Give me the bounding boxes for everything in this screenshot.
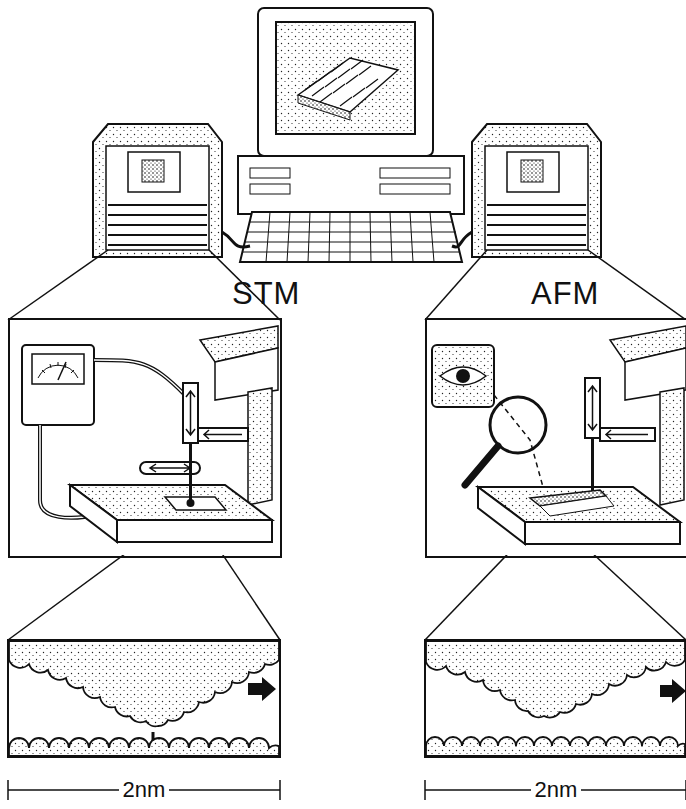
stm-apparatus [10,320,278,555]
panel-title: AFM [531,276,599,312]
dimension-label: 2nm [119,777,170,803]
instrument-enclosure [93,124,601,257]
stm-tip-atoms [8,640,280,757]
panel-title: STM [232,276,300,312]
computer [238,8,464,262]
afm-tip-atoms [425,640,686,757]
panel-box: STM [8,318,282,558]
dimension-label: 2nm [531,777,582,803]
panel-box: AFM [425,318,686,558]
dimension-bracket [8,780,686,800]
zoom-lines [8,250,686,640]
afm-apparatus [427,320,686,555]
